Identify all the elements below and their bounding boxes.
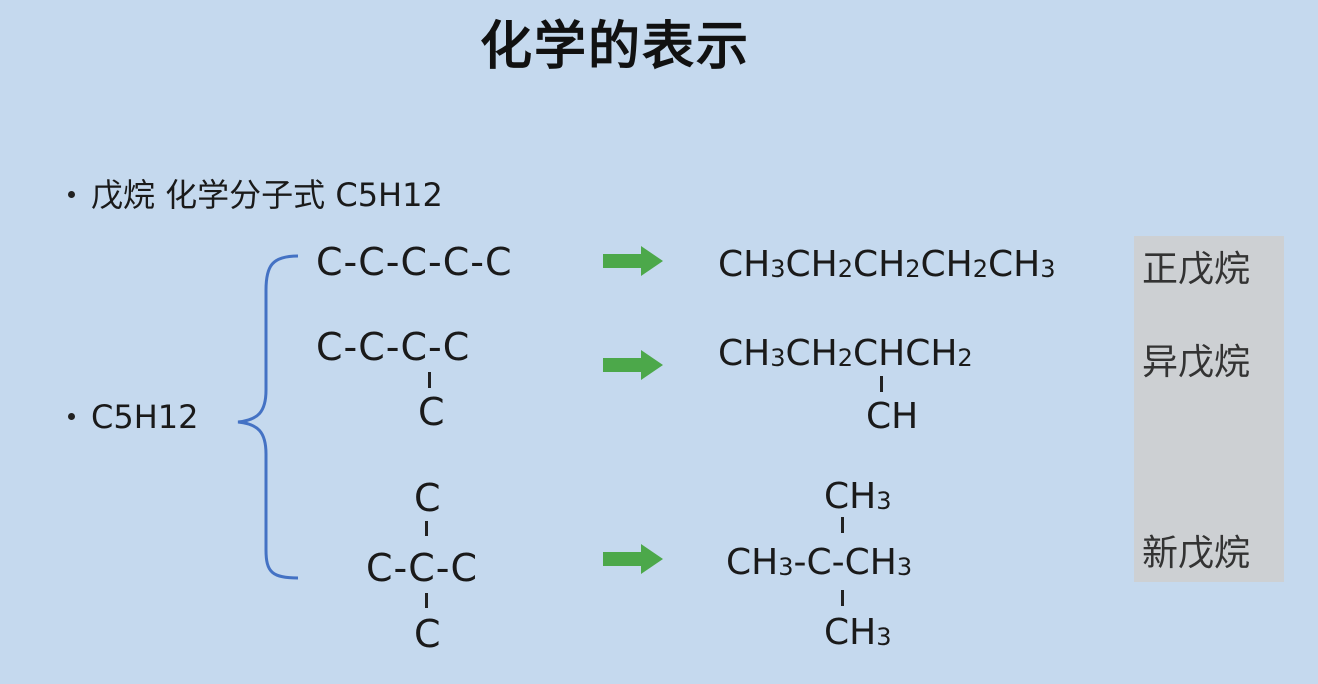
bond-line <box>841 517 844 533</box>
neopentane-main-chain: CH3-C-CH3 <box>726 542 913 583</box>
slide-title: 化学的表示 <box>479 17 750 77</box>
formula-bullet: C5H12 <box>68 398 198 436</box>
bond-line <box>880 376 883 392</box>
right-arrow-icon <box>603 350 663 380</box>
skeleton-isopentane-branch: C <box>418 390 446 434</box>
neopentane-bottom-group: CH3 <box>824 612 892 653</box>
curly-brace <box>237 254 299 580</box>
bullet-dot <box>68 412 75 420</box>
condensed-isopentane: CH3CH2CHCH2 <box>718 333 973 374</box>
name-isopentane: 异戊烷 <box>1142 342 1251 383</box>
right-arrow-icon <box>603 246 663 276</box>
neopentane-left-group: CH3 <box>726 542 794 583</box>
isomer-names-panel <box>1134 236 1284 582</box>
bond-line <box>425 521 428 536</box>
right-arrow-icon <box>603 544 663 574</box>
skeleton-n-pentane: C-C-C-C-C <box>316 240 513 284</box>
neopentane-right-group: CH3 <box>844 542 913 583</box>
bullet-dot <box>68 190 75 198</box>
condensed-n-pentane: CH3CH2CH2CH2CH3 <box>718 244 1056 285</box>
bond-line <box>428 372 431 388</box>
condensed-isopentane-branch: CH <box>866 396 919 437</box>
intro-bullet-text: 戊烷 化学分子式 C5H12 <box>91 176 443 214</box>
bond-line <box>841 590 844 606</box>
neopentane-top-group: CH3 <box>824 476 892 517</box>
name-n-pentane: 正戊烷 <box>1142 249 1251 290</box>
skeleton-neopentane-bottom: C <box>414 612 442 656</box>
bond-line <box>425 593 428 608</box>
formula-bullet-text: C5H12 <box>91 398 199 436</box>
neopentane-center-atom: C <box>806 542 832 583</box>
skeleton-neopentane-top: C <box>414 476 442 520</box>
intro-bullet: 戊烷 化学分子式 C5H12 <box>68 170 443 216</box>
name-neopentane: 新戊烷 <box>1142 533 1251 574</box>
skeleton-neopentane-main: C-C-C <box>366 546 479 590</box>
skeleton-isopentane-main: C-C-C-C <box>316 325 471 369</box>
